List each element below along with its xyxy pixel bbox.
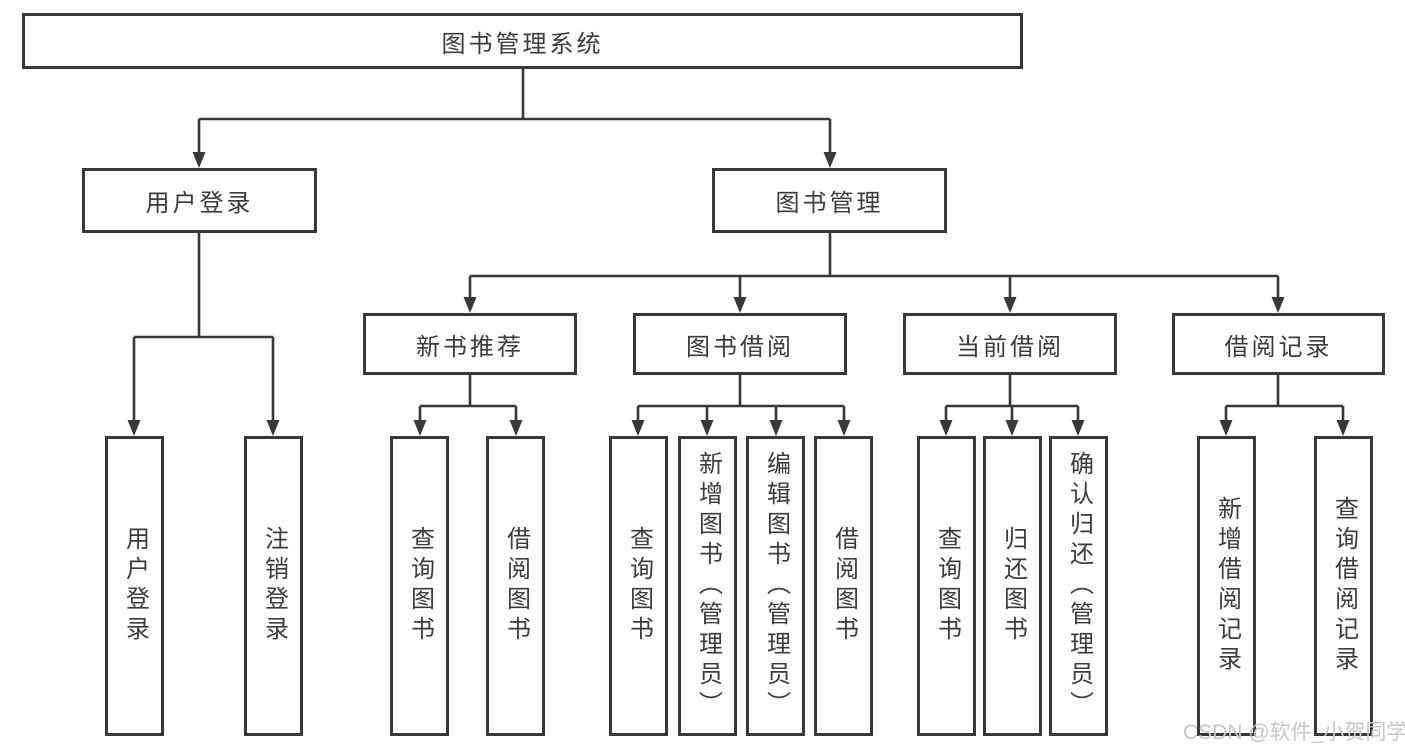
arrowheads <box>127 152 1350 436</box>
arrow-down-icon <box>463 297 477 313</box>
node-root: 图书管理系统 <box>22 13 1023 69</box>
leaf-query-books-borrow: 查询图书 <box>609 436 668 736</box>
csdn-watermark: CSDN @软件_小贺同学 <box>1183 721 1405 744</box>
leaf-add-books-admin-label: 新增图书（管理员） <box>694 451 722 721</box>
arrow-down-icon <box>1003 297 1017 313</box>
arrow-down-icon <box>266 420 280 436</box>
arrow-down-icon <box>733 297 747 313</box>
leaf-borrow-books-recommend: 借阅图书 <box>486 436 545 736</box>
leaf-edit-books-admin-label: 编辑图书（管理员） <box>762 451 790 721</box>
leaf-query-books-recommend: 查询图书 <box>390 436 449 736</box>
node-borrow-records: 借阅记录 <box>1172 313 1385 375</box>
leaf-query-books-borrow-label: 查询图书 <box>625 526 653 646</box>
arrow-down-icon <box>413 420 427 436</box>
leaf-borrow-books-recommend-label: 借阅图书 <box>502 526 530 646</box>
arrow-down-icon <box>769 420 783 436</box>
arrow-down-icon <box>837 420 851 436</box>
node-book-management: 图书管理 <box>712 168 947 233</box>
leaf-return-books: 归还图书 <box>983 436 1042 736</box>
arrow-down-icon <box>127 420 141 436</box>
leaf-logout-label: 注销登录 <box>260 526 288 646</box>
leaf-query-books-recommend-label: 查询图书 <box>406 526 434 646</box>
leaf-user-login-label: 用户登录 <box>121 526 149 646</box>
connector-lines <box>132 69 1345 422</box>
leaf-user-login: 用户登录 <box>105 436 164 736</box>
arrow-down-icon <box>631 420 645 436</box>
leaf-add-books-admin: 新增图书（管理员） <box>678 436 737 736</box>
node-current-borrow-label: 当前借阅 <box>956 333 1064 361</box>
node-book-management-label: 图书管理 <box>775 190 884 217</box>
arrow-down-icon <box>823 152 837 168</box>
leaf-query-borrow-record: 查询借阅记录 <box>1314 436 1373 736</box>
node-root-label: 图书管理系统 <box>441 30 604 58</box>
node-borrow-records-label: 借阅记录 <box>1224 333 1333 361</box>
node-new-book-recommend: 新书推荐 <box>363 313 577 375</box>
leaf-query-books-current-label: 查询图书 <box>933 526 961 646</box>
node-new-book-recommend-label: 新书推荐 <box>416 333 524 361</box>
leaf-add-borrow-record-label: 新增借阅记录 <box>1213 496 1241 676</box>
leaf-confirm-return-admin-label: 确认归还（管理员） <box>1065 451 1093 721</box>
arrow-down-icon <box>939 420 953 436</box>
leaf-logout: 注销登录 <box>244 436 303 736</box>
leaf-add-borrow-record: 新增借阅记录 <box>1197 436 1256 736</box>
arrow-down-icon <box>1336 420 1350 436</box>
arrow-down-icon <box>1219 420 1233 436</box>
node-current-borrow: 当前借阅 <box>903 313 1117 375</box>
node-book-borrow-label: 图书借阅 <box>686 333 794 361</box>
arrow-down-icon <box>509 420 523 436</box>
arrow-down-icon <box>1005 420 1019 436</box>
leaf-query-books-current: 查询图书 <box>917 436 976 736</box>
node-user-login: 用户登录 <box>82 168 317 233</box>
arrow-down-icon <box>1271 297 1285 313</box>
arrow-down-icon <box>192 152 206 168</box>
leaf-borrow-books: 借阅图书 <box>814 436 873 736</box>
leaf-edit-books-admin: 编辑图书（管理员） <box>746 436 805 736</box>
leaf-borrow-books-label: 借阅图书 <box>830 526 858 646</box>
node-user-login-label: 用户登录 <box>145 190 254 217</box>
leaf-query-borrow-record-label: 查询借阅记录 <box>1330 496 1358 676</box>
leaf-confirm-return-admin: 确认归还（管理员） <box>1049 436 1108 736</box>
node-book-borrow: 图书借阅 <box>633 313 847 375</box>
arrow-down-icon <box>1071 420 1085 436</box>
arrow-down-icon <box>700 420 714 436</box>
leaf-return-books-label: 归还图书 <box>999 526 1027 646</box>
